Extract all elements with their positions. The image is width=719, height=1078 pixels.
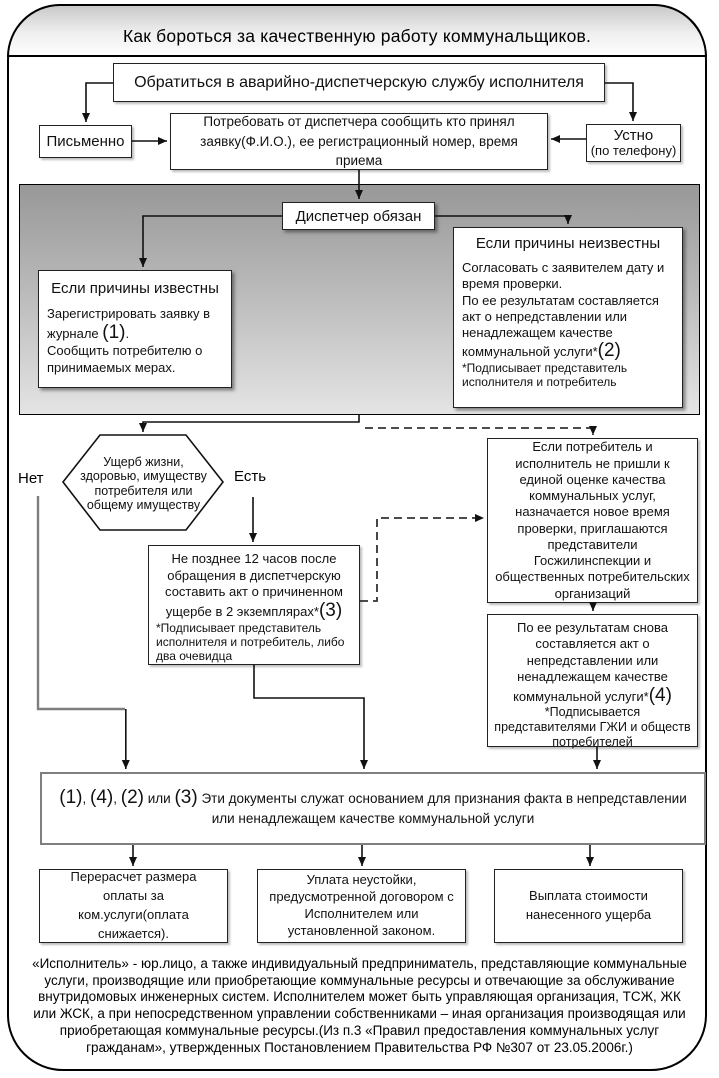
reasons-unknown-body: Согласовать с заявителем дату и время пр…: [462, 260, 674, 389]
header-band: Как бороться за качественную работу комм…: [7, 4, 707, 57]
documents-basis-text: (1), (4), (2) или (3) Эти документы служ…: [59, 787, 687, 826]
damage-act-footnote: *Подписывает представитель исполнителя и…: [156, 620, 345, 664]
node-oral-sub: (по телефону): [590, 143, 677, 159]
node-reasons-known: Если причины известны Зарегистрировать з…: [38, 270, 232, 388]
node-documents-basis: (1), (4), (2) или (3) Эти документы служ…: [40, 772, 706, 845]
decision-damage-text-overlay: Ущерб жизни, здоровью, имуществу потреби…: [80, 454, 207, 513]
node-repeat-act: По ее результатам снова составляется акт…: [487, 614, 698, 749]
reasons-unknown-footnote: *Подписывает представитель исполнителя и…: [462, 360, 628, 389]
reasons-unknown-title: Если причины неизвестны: [475, 235, 661, 252]
reasons-known-body: Зарегистрировать заявку в журнале (1). С…: [47, 306, 210, 375]
node-damage-payment: Выплата стоимости нанесенного ущерба: [494, 869, 683, 943]
node-dispatcher-must: Диспетчер обязан: [282, 202, 435, 230]
node-penalty: Уплата неустойки, предусмотренной догово…: [257, 869, 466, 943]
node-oral: Устно (по телефону): [586, 124, 681, 162]
footer-note: «Исполнитель» - юр.лицо, а также индивид…: [32, 956, 687, 1055]
node-demand-info: Потребовать от диспетчера сообщить кто п…: [170, 113, 548, 170]
damage-act-main: Не позднее 12 часов после обращения в ди…: [165, 551, 343, 621]
repeat-act-footnote: *Подписывается представителями ГЖИ и общ…: [494, 704, 691, 750]
label-yes: Есть: [234, 468, 267, 485]
node-damage-act-12h: Не позднее 12 часов после обращения в ди…: [148, 545, 360, 665]
reasons-known-title: Если причины известны: [51, 280, 219, 297]
node-reasons-unknown: Если причины неизвестны Согласовать с за…: [453, 227, 683, 408]
node-new-inspection: Если потребитель и исполнитель не пришли…: [487, 438, 698, 603]
node-written: Письменно: [39, 125, 132, 158]
page-title: Как бороться за качественную работу комм…: [122, 26, 592, 46]
label-no: Нет: [18, 470, 44, 487]
node-contact-service: Обратиться в аварийно-диспетчерскую служ…: [113, 63, 605, 102]
repeat-act-main: По ее результатам снова составляется акт…: [513, 620, 672, 706]
node-recalculation: Перерасчет размера оплаты за ком.услуги(…: [39, 869, 228, 943]
